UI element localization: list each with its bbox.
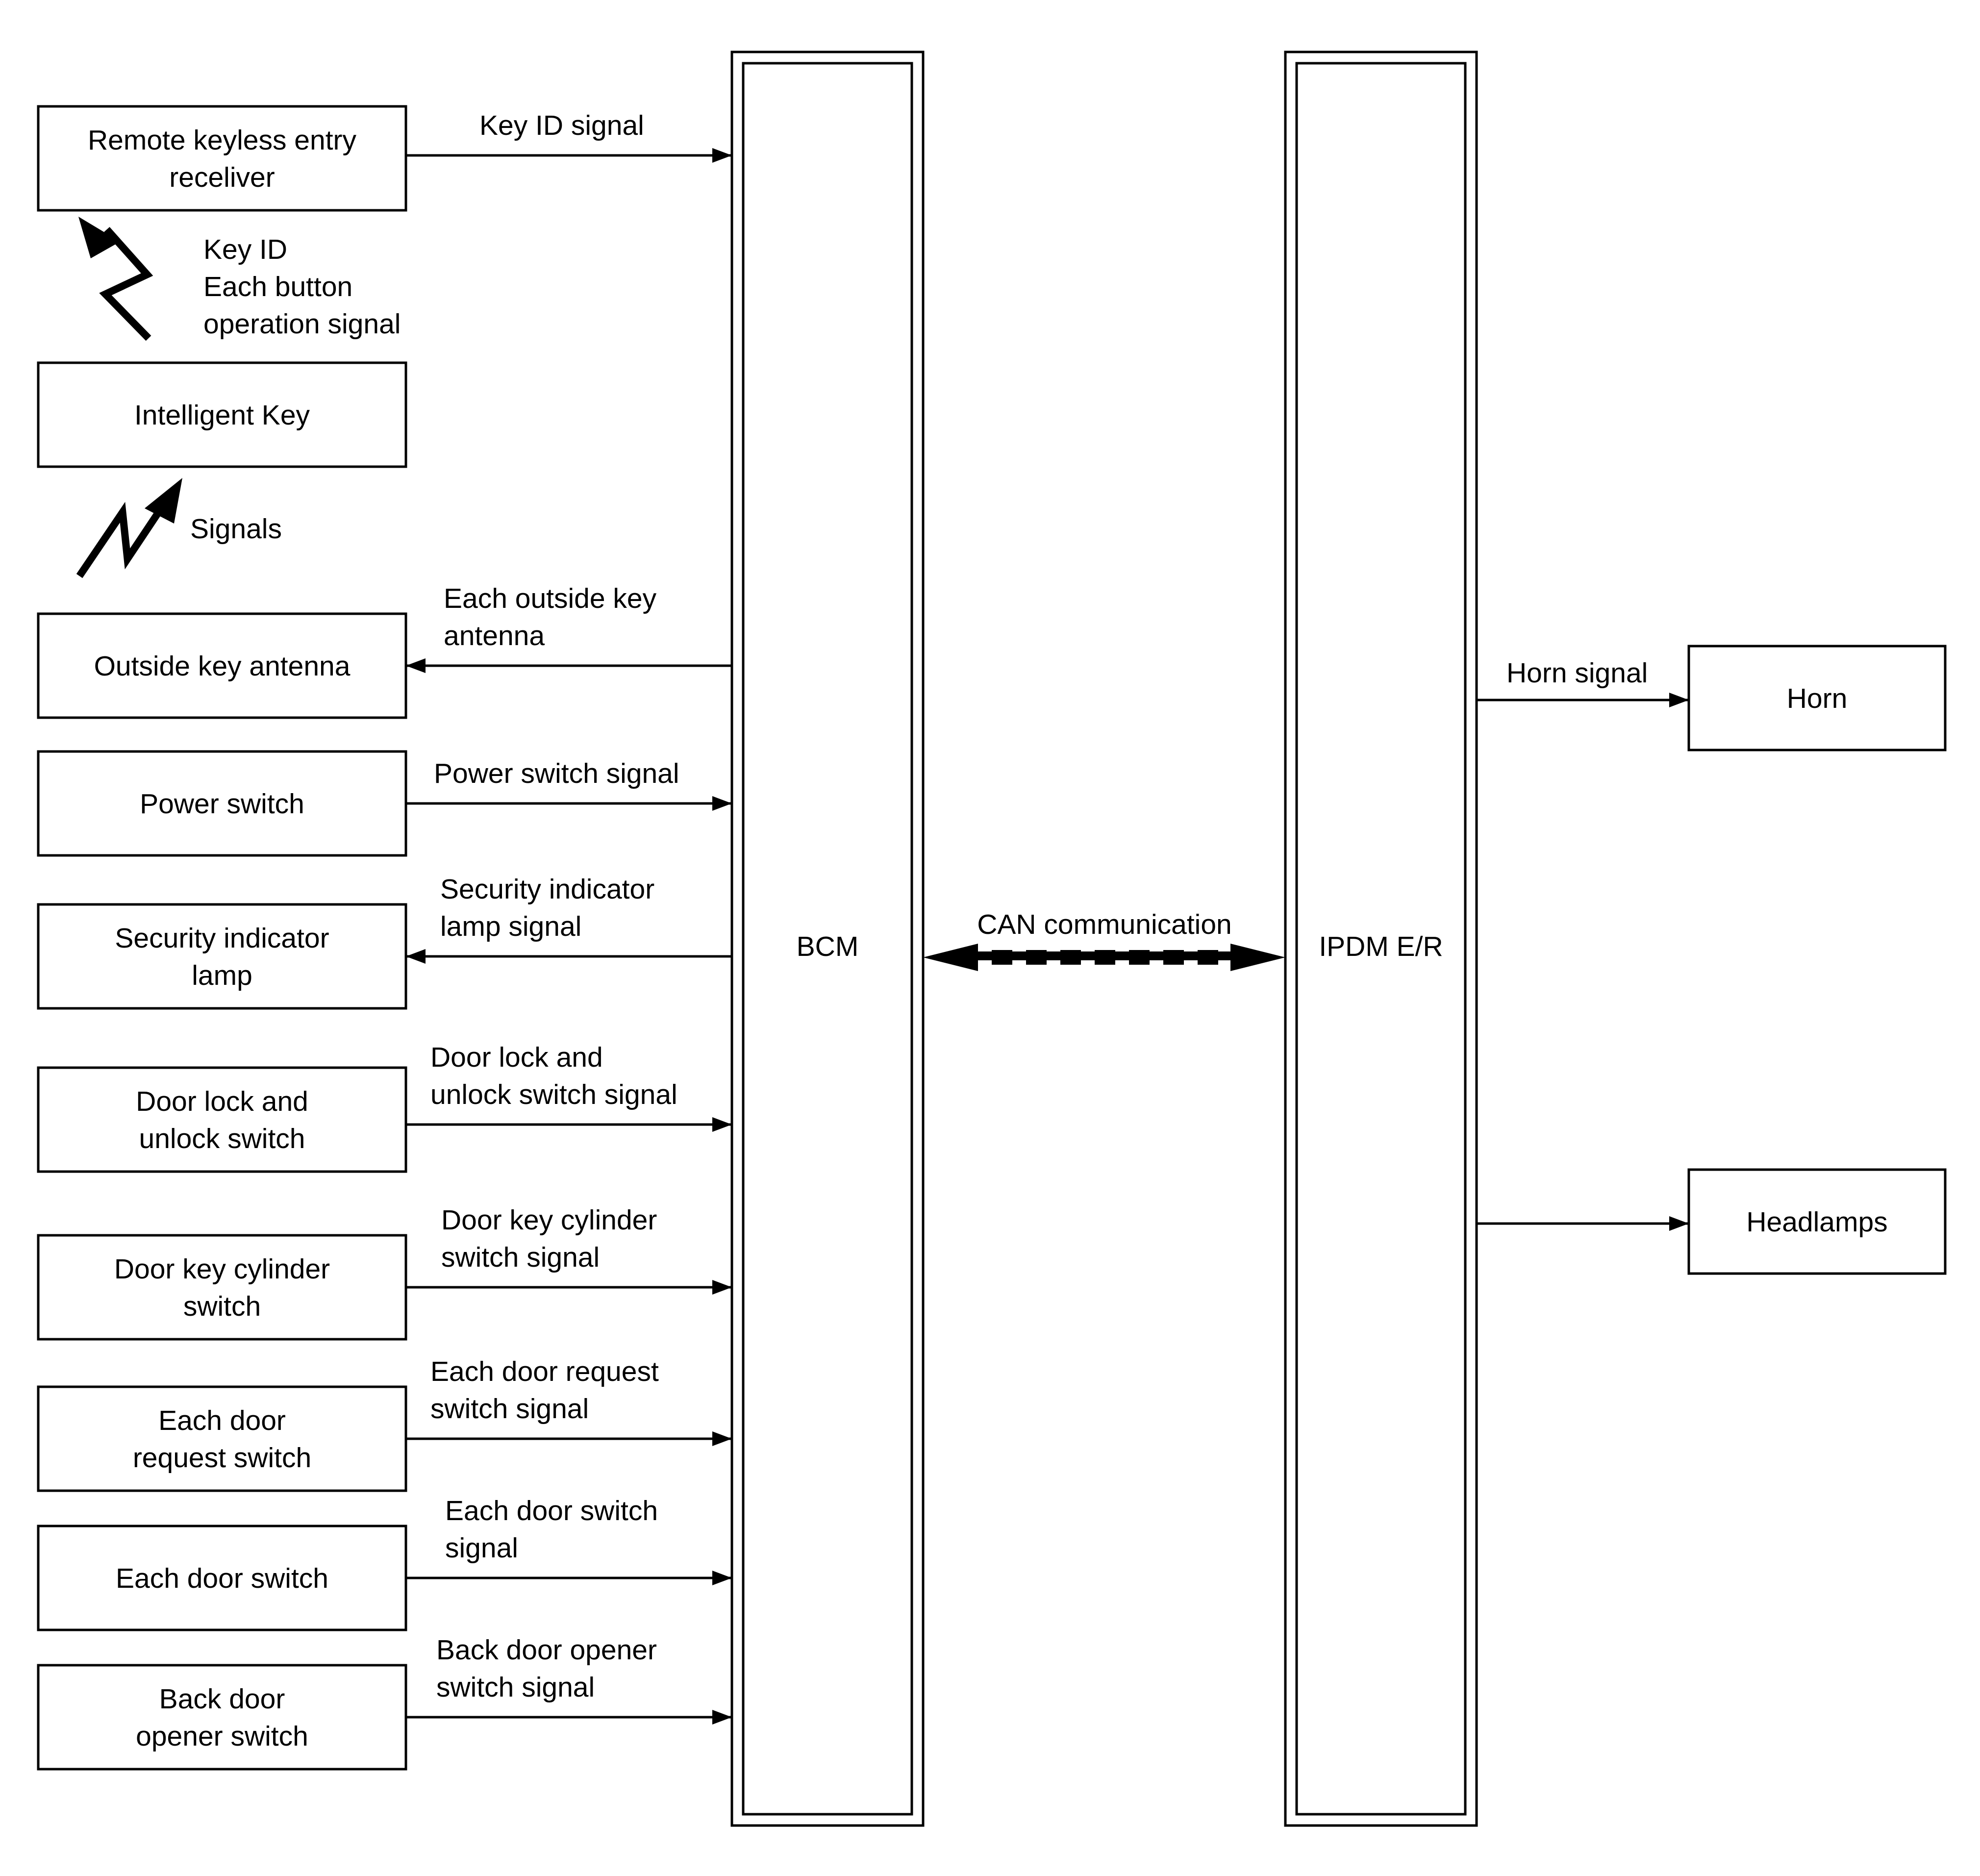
signal-label: antenna	[444, 620, 545, 651]
ipdm-module-inner	[1295, 62, 1467, 1816]
output-box-1	[1687, 645, 1947, 751]
input-box-6	[37, 1066, 407, 1173]
can-communication-label: CAN communication	[977, 909, 1232, 940]
wireless-label: Signals	[190, 513, 282, 545]
can-arrowhead-right	[1230, 944, 1285, 971]
lightning-arrow-up-icon-head	[78, 217, 120, 258]
input-box-4	[37, 750, 407, 857]
input-box-1	[37, 105, 407, 212]
signal-label: switch signal	[441, 1242, 600, 1273]
output-box-label-group: Horn	[1787, 683, 1848, 714]
input-box-label-group: Remote keyless entry receliver	[88, 125, 357, 193]
input-box-label-group: Door key cylinder switch	[114, 1253, 330, 1322]
signal-arrowhead	[712, 1117, 732, 1132]
input-box-label: Door lock and	[136, 1086, 308, 1117]
signal-label-group: Door key cylinder switch signal	[441, 1204, 657, 1273]
signal-label: Each outside key	[444, 583, 657, 614]
signal-arrowhead	[712, 796, 732, 811]
input-box-label-group: Each door switch	[116, 1563, 328, 1594]
lightning-arrow-up-icon	[76, 501, 165, 578]
wireless-label: Each button	[203, 271, 352, 302]
signal-label-group: Security indicator lamp signal	[440, 874, 654, 942]
wireless-label: Key ID	[203, 234, 287, 265]
output-signal-label-group: Horn signal	[1506, 657, 1648, 689]
signal-label: Door lock and	[430, 1042, 603, 1073]
input-box-label-group: Intelligent Key	[134, 400, 310, 431]
input-box-label: Back door	[159, 1683, 285, 1715]
signal-label: Power switch signal	[434, 758, 679, 789]
signal-label-group: Key ID signal	[479, 110, 644, 141]
signal-label: Door key cylinder	[441, 1204, 657, 1236]
signal-label: switch signal	[436, 1672, 595, 1703]
output-box-label: Horn	[1787, 683, 1848, 714]
signal-label: signal	[445, 1532, 518, 1564]
input-box-label-group: Power switch	[140, 788, 304, 820]
input-box-label-group: Each door request switch	[133, 1405, 311, 1474]
input-box-label: Security indicator	[115, 923, 329, 954]
input-box-9	[37, 1525, 407, 1631]
input-box-label: Outside key antenna	[94, 650, 351, 682]
signal-arrowhead	[712, 1280, 732, 1295]
signal-label: lamp signal	[440, 911, 581, 942]
bcm-module-inner	[742, 62, 913, 1816]
signal-arrowhead	[712, 1710, 732, 1725]
input-box-label-group: Door lock and unlock switch	[136, 1086, 308, 1154]
signal-label-group: Each outside key antenna	[444, 583, 657, 651]
signal-arrowhead	[712, 148, 732, 163]
input-box-2	[37, 361, 407, 468]
can-arrowhead-left	[923, 944, 978, 971]
input-box-label: receliver	[169, 162, 275, 193]
input-box-label: Each door	[158, 1405, 286, 1436]
input-box-label: Door key cylinder	[114, 1253, 330, 1285]
input-box-label: Intelligent Key	[134, 400, 310, 431]
input-box-10	[37, 1664, 407, 1771]
input-box-8	[37, 1385, 407, 1492]
lightning-arrow-up-icon	[99, 227, 153, 341]
output-signal-label: Horn signal	[1506, 657, 1648, 689]
output-arrowhead	[1669, 693, 1689, 707]
input-box-label-group: Security indicator lamp	[115, 923, 329, 991]
signal-label-group: Door lock and unlock switch signal	[430, 1042, 677, 1110]
wireless-label: operation signal	[203, 308, 401, 340]
input-box-label-group: Back door opener switch	[136, 1683, 308, 1752]
signal-arrowhead	[712, 1431, 732, 1446]
input-box-label: opener switch	[136, 1721, 308, 1752]
input-box-label: Remote keyless entry	[88, 125, 357, 156]
output-arrowhead	[1669, 1216, 1689, 1231]
wireless-label-group: Key ID Each button operation signal	[203, 234, 401, 340]
input-box-label-group: Outside key antenna	[94, 650, 351, 682]
signal-label-group: Power switch signal	[434, 758, 679, 789]
can-bus-line	[973, 950, 1238, 965]
wireless-label-group: Signals	[190, 513, 282, 545]
input-box-label: lamp	[192, 960, 252, 991]
signal-label: Security indicator	[440, 874, 654, 905]
input-box-5	[37, 903, 407, 1010]
output-box-label: Headlamps	[1746, 1206, 1887, 1238]
signal-label: switch signal	[430, 1393, 589, 1425]
signal-label: Back door opener	[436, 1634, 657, 1666]
signal-label-group: Each door switch signal	[445, 1495, 658, 1564]
ipdm-module-label: IPDM E/R	[1319, 931, 1443, 962]
signal-label: Each door switch	[445, 1495, 658, 1526]
signal-arrowhead	[406, 658, 426, 673]
input-box-label: Power switch	[140, 788, 304, 820]
input-box-3	[37, 612, 407, 719]
signal-label-group: Back door opener switch signal	[436, 1634, 657, 1703]
input-box-label: unlock switch	[139, 1123, 305, 1154]
signal-arrowhead	[712, 1571, 732, 1585]
input-box-label: switch	[183, 1291, 261, 1322]
lightning-arrow-up-icon-head	[145, 478, 182, 524]
input-box-label: Each door switch	[116, 1563, 328, 1594]
output-box-2	[1687, 1168, 1947, 1275]
input-box-7	[37, 1234, 407, 1341]
signal-label: Each door request	[430, 1356, 659, 1387]
signal-label: Key ID signal	[479, 110, 644, 141]
output-box-label-group: Headlamps	[1746, 1206, 1887, 1238]
signal-label: unlock switch signal	[430, 1079, 677, 1110]
bcm-module-label: BCM	[797, 931, 859, 962]
signal-label-group: Each door request switch signal	[430, 1356, 659, 1425]
input-box-label: request switch	[133, 1442, 311, 1474]
signal-arrowhead	[406, 949, 426, 964]
